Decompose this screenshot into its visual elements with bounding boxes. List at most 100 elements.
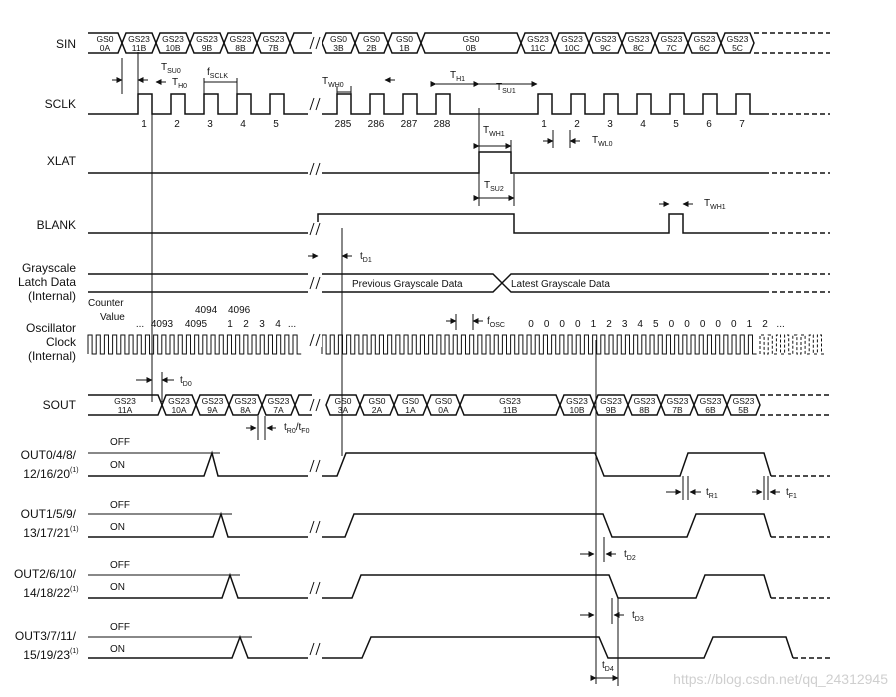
- out2-waveform: OFF ON: [88, 560, 830, 599]
- sin-cell-name: GS0: [96, 34, 113, 44]
- sout-cell-index: 6B: [705, 405, 716, 415]
- out3-off-label: OFF: [110, 622, 130, 633]
- sout-cell-index: 10A: [171, 405, 186, 415]
- sclk-label: SCLK: [45, 97, 76, 111]
- sin-cell-index: 11B: [132, 43, 147, 53]
- out3-label-1: OUT3/7/11/: [15, 629, 77, 643]
- sout-cell-name: GS23: [566, 396, 588, 406]
- sin-cell-index: 1B: [399, 43, 410, 53]
- counter-top-4094: 4094: [195, 305, 218, 316]
- xlat-waveform: [88, 151, 830, 174]
- sclk-pulse-number: 1: [141, 119, 147, 130]
- td4-label: tD4: [602, 660, 614, 673]
- blank-waveform: [88, 213, 830, 234]
- counter-value: ...: [776, 319, 784, 330]
- tr0-tf0-label: tR0/tF0: [284, 422, 310, 435]
- out0-label-2: 12/16/20: [23, 467, 70, 481]
- sin-cell-index: 7B: [268, 43, 279, 53]
- counter-value: 4093: [151, 319, 174, 330]
- counter-value: 0: [528, 319, 534, 330]
- sout-cell-index: 10B: [569, 405, 584, 415]
- counter-value: 4095: [185, 319, 208, 330]
- sin-cell-index: 0B: [466, 43, 477, 53]
- tr1-label: tR1: [706, 487, 718, 500]
- sin-cell-index: 6C: [699, 43, 710, 53]
- sclk-pulse-number: 288: [434, 119, 451, 130]
- gs-previous-label: Previous Grayscale Data: [352, 279, 463, 290]
- gs-latest-label: Latest Grayscale Data: [511, 279, 610, 290]
- sin-cell-name: GS0: [363, 34, 380, 44]
- osc-label-3: (Internal): [28, 349, 76, 363]
- sout-cell-index: 7A: [273, 405, 284, 415]
- counter-value: 3: [622, 319, 628, 330]
- sout-cell-index: 9B: [606, 405, 617, 415]
- counter-value: 2: [762, 319, 768, 330]
- counter-value: 4: [275, 319, 281, 330]
- counter-value: 5: [653, 319, 659, 330]
- counter-value: 2: [243, 319, 249, 330]
- tsu1-label: TSU1: [496, 82, 516, 95]
- sout-bus: GS2311AGS2310AGS239AGS238AGS237AGS03AGS0…: [88, 394, 830, 416]
- sout-cell-name: GS0: [334, 396, 351, 406]
- sin-cell-name: GS23: [230, 34, 252, 44]
- sout-cell-name: GS23: [499, 396, 521, 406]
- sin-cell-index: 10C: [564, 43, 580, 53]
- sclk-pulse-number: 286: [368, 119, 385, 130]
- counter-title-2: Value: [100, 312, 125, 323]
- th0-label: TH0: [172, 77, 187, 90]
- counter-value: 4: [637, 319, 643, 330]
- sclk-pulse-number: 5: [673, 119, 679, 130]
- counter-value: ...: [288, 319, 296, 330]
- counter-value: 0: [575, 319, 581, 330]
- sout-cell-index: 8A: [240, 405, 251, 415]
- sin-cell-index: 0A: [100, 43, 111, 53]
- sin-cell-index: 9B: [202, 43, 213, 53]
- sout-cell-name: GS23: [168, 396, 190, 406]
- out1-label-1: OUT1/5/9/: [21, 507, 77, 521]
- sout-cell-name: GS23: [235, 396, 257, 406]
- counter-value: 1: [591, 319, 597, 330]
- sout-cell-name: GS23: [700, 396, 722, 406]
- td2-label: tD2: [624, 549, 636, 562]
- sin-cell-index: 3B: [333, 43, 344, 53]
- counter-value: 0: [715, 319, 721, 330]
- sin-cell-name: GS23: [527, 34, 549, 44]
- osc-label-1: Oscillator: [26, 321, 76, 335]
- counter-value: 0: [700, 319, 706, 330]
- out2-off-label: OFF: [110, 560, 130, 571]
- sin-cell-name: GS23: [628, 34, 650, 44]
- out0-label-1: OUT0/4/8/: [21, 448, 77, 462]
- sclk-pulse-number: 3: [207, 119, 213, 130]
- twl0-label: TWL0: [592, 135, 613, 148]
- sclk-pulse-number: 287: [401, 119, 418, 130]
- sout-cell-name: GS0: [435, 396, 452, 406]
- sin-cell-index: 2B: [366, 43, 377, 53]
- sin-cell-name: GS23: [595, 34, 617, 44]
- out0-footnote: (1): [70, 467, 79, 474]
- sclk-pulse-number: 285: [335, 119, 352, 130]
- sin-cell-name: GS0: [396, 34, 413, 44]
